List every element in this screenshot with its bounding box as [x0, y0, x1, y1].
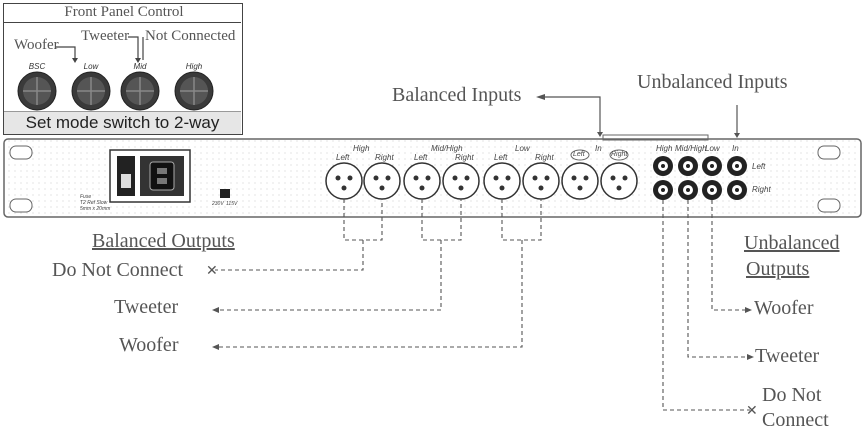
x-mark-balanced: ✕	[206, 262, 218, 278]
balanced-wiring	[215, 199, 542, 348]
woofer-label: Woofer	[14, 37, 59, 53]
x-mark-unbalanced: ✕	[746, 402, 758, 418]
unbalanced-connect: Connect	[762, 409, 829, 431]
front-panel-title: Front Panel Control	[64, 4, 184, 20]
unbalanced-outputs-heading-1: Unbalanced	[744, 232, 840, 254]
knob-label-bsc: BSC	[28, 62, 46, 71]
power-inlet-module	[109, 149, 191, 203]
xlr-connectors	[325, 162, 638, 200]
balanced-tweeter: Tweeter	[114, 296, 179, 318]
knob-label-mid: Mid	[133, 62, 147, 71]
front-panel-drawing	[17, 36, 214, 111]
balanced-inputs-leader	[541, 96, 601, 134]
xlr-high-right: Right	[375, 153, 394, 162]
xlr-in-right: Right	[611, 151, 628, 158]
knob-bsc	[17, 71, 57, 111]
xlr-group-in: In	[595, 144, 602, 153]
xlr-low-left: Left	[494, 153, 508, 162]
balanced-do-not-connect: Do Not Connect	[52, 259, 184, 281]
fuse-line-2: T2 Ref Slow	[80, 200, 108, 206]
rack-slot-bottom-right	[817, 198, 841, 213]
balanced-woofer: Woofer	[119, 334, 179, 356]
fuse-line-3: 5mm x 20mm	[80, 206, 111, 212]
rack-slot-top-right	[817, 145, 841, 160]
title-divider	[4, 22, 241, 23]
rca-header-in: In	[732, 144, 739, 153]
xlr-group-midhigh: Mid/High	[431, 144, 463, 153]
xlr-in-left: Left	[573, 151, 585, 158]
woofer-leader	[56, 46, 76, 60]
xlr-group-high: High	[353, 144, 370, 153]
rca-header-low: Low	[705, 144, 720, 153]
unbalanced-tweeter: Tweeter	[755, 345, 820, 367]
knob-mid	[120, 71, 160, 111]
xlr-midhigh-left: Left	[414, 153, 428, 162]
not-connected-label: Not Connected	[145, 28, 236, 44]
front-panel-inset: Front Panel Control Woofer Tweeter Not C…	[3, 3, 243, 135]
xlr-group-low: Low	[515, 144, 530, 153]
rca-header-midhigh: Mid/High	[675, 144, 707, 153]
mode-switch-note: Set mode switch to 2-way	[4, 111, 241, 134]
knob-label-high: High	[185, 62, 203, 71]
xlr-low-right: Right	[535, 153, 554, 162]
knob-high	[174, 71, 214, 111]
rca-row-left: Left	[752, 162, 766, 171]
tweeter-leader	[128, 36, 139, 60]
xlr-high-left: Left	[336, 153, 350, 162]
knob-label-low: Low	[83, 62, 99, 71]
balanced-inputs-label: Balanced Inputs	[392, 84, 522, 106]
unbalanced-inputs-label: Unbalanced Inputs	[637, 71, 788, 93]
rca-jacks	[653, 156, 747, 200]
xlr-midhigh-right: Right	[455, 153, 474, 162]
rca-header-high: High	[656, 144, 673, 153]
unbalanced-woofer: Woofer	[754, 297, 814, 319]
unbalanced-wiring	[662, 200, 750, 411]
unbalanced-do-not: Do Not	[762, 384, 822, 406]
balanced-outputs-heading: Balanced Outputs	[92, 230, 235, 252]
fuse-line-1: Fuse	[80, 194, 92, 200]
tweeter-label: Tweeter	[81, 28, 130, 44]
knob-low	[71, 71, 111, 111]
voltage-115: 115V	[226, 201, 238, 207]
rack-slot-bottom-left	[9, 198, 33, 213]
rack-slot-top-left	[9, 145, 33, 160]
rca-row-right: Right	[752, 185, 771, 194]
voltage-switch	[220, 189, 230, 198]
voltage-230: 230V	[212, 201, 224, 207]
fuse-spec: Fuse T2 Ref Slow 5mm x 20mm	[80, 194, 110, 212]
unbalanced-outputs-heading-2: Outputs	[746, 258, 810, 280]
